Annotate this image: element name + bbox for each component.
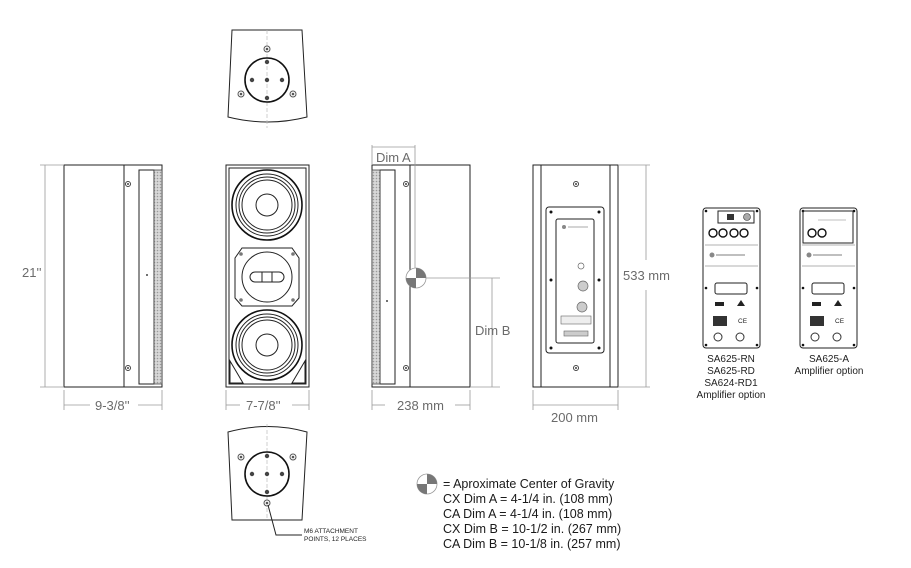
- legend-line-2: CA Dim A = 4-1/4 in. (108 mm): [443, 507, 612, 521]
- top-view: [227, 29, 308, 128]
- height-label-inches: 21'': [22, 265, 41, 280]
- depth-label-mm: 238 mm: [397, 398, 444, 413]
- depth-label-inches: 9-3/8'': [95, 398, 130, 413]
- legend-title: = Aproximate Center of Gravity: [443, 477, 615, 491]
- amp1-caption: Amplifier option: [697, 390, 766, 401]
- rear-view: [532, 164, 650, 410]
- amp1-model-1: SA625-RN: [707, 354, 755, 365]
- svg-text:CE: CE: [738, 318, 748, 325]
- legend-line-3: CX Dim B = 10-1/2 in. (267 mm): [443, 522, 621, 536]
- height-label-mm: 533 mm: [623, 268, 670, 283]
- side-view-left: [40, 164, 163, 410]
- attachment-callout-line2: POINTS, 12 PLACES: [304, 536, 367, 543]
- amplifier-panel-rn-rd: CE: [702, 207, 761, 349]
- horn-tweeter: [234, 247, 300, 307]
- amp1-model-2: SA625-RD: [707, 366, 755, 377]
- side-view-right: [371, 145, 500, 410]
- center-of-gravity-marker: [405, 267, 427, 289]
- dim-b-label: Dim B: [475, 323, 510, 338]
- amplifier-panel-a: CE: [799, 207, 858, 349]
- width-label-mm: 200 mm: [551, 410, 598, 425]
- svg-text:CE: CE: [835, 318, 845, 325]
- width-label-inches: 7-7/8'': [246, 398, 281, 413]
- amp1-model-3: SA624-RD1: [704, 378, 758, 389]
- bottom-view: [227, 424, 308, 536]
- woofer-bottom: [231, 309, 303, 381]
- amp2-caption: Amplifier option: [795, 366, 864, 377]
- woofer-top: [231, 169, 303, 241]
- legend-line-4: CA Dim B = 10-1/8 in. (257 mm): [443, 537, 621, 551]
- dim-a-label: Dim A: [376, 150, 411, 165]
- attachment-callout-line1: M6 ATTACHMENT: [304, 528, 358, 535]
- center-of-gravity-icon: [416, 473, 438, 495]
- amp2-model-1: SA625-A: [809, 354, 849, 365]
- legend-line-1: CX Dim A = 4-1/4 in. (108 mm): [443, 492, 613, 506]
- front-view: [225, 164, 310, 410]
